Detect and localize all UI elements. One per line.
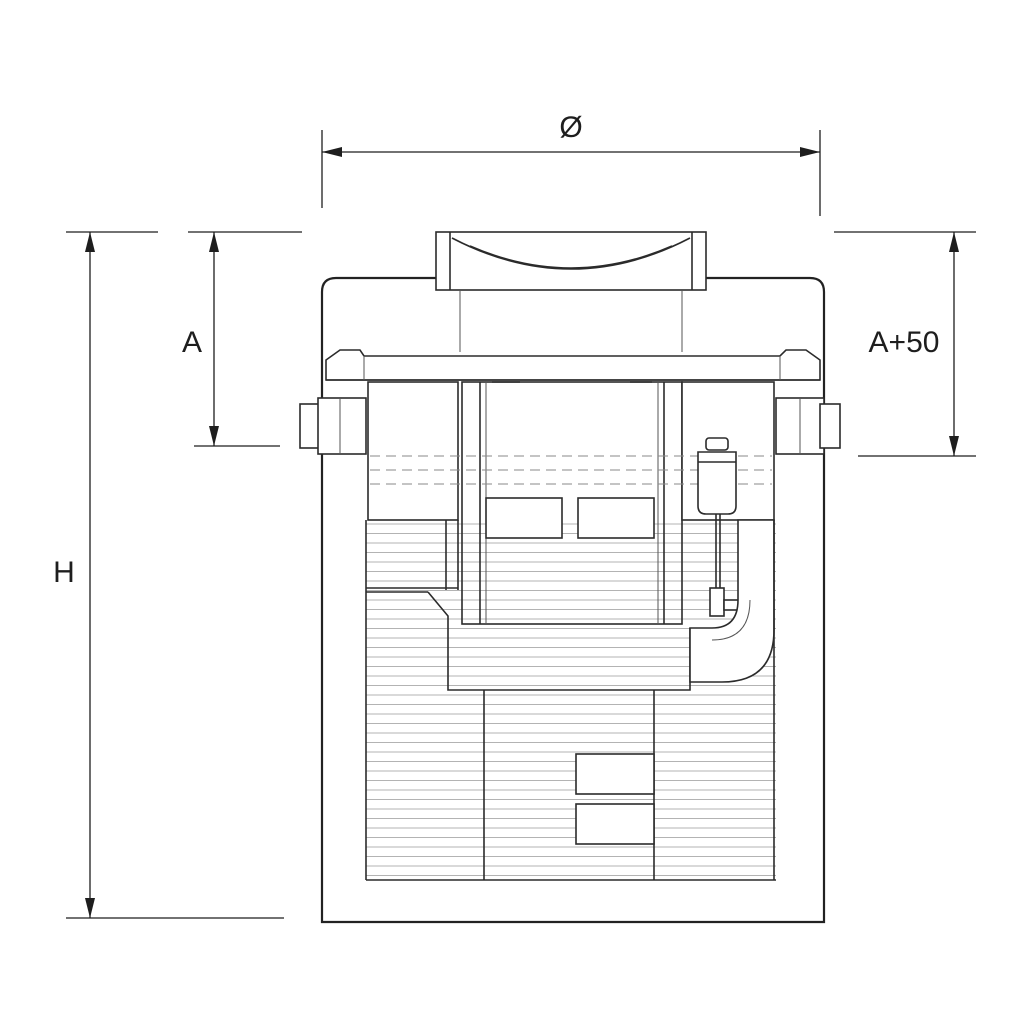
outlet-pipe	[775, 397, 841, 455]
a-plus-50-dimension: A+50	[834, 231, 976, 457]
central-chamber	[461, 381, 683, 625]
inlet-pipe	[299, 397, 367, 455]
lower-dividers	[366, 520, 776, 881]
hatching	[366, 523, 776, 876]
a-label: A	[182, 326, 202, 359]
liquid-level	[370, 455, 772, 485]
height-dimension: H	[53, 231, 284, 919]
tank-outline	[320, 276, 826, 924]
filter-blocks	[575, 753, 655, 845]
a-dimension: A	[182, 231, 302, 447]
inlet-chamber	[367, 381, 459, 521]
height-label: H	[53, 556, 75, 589]
top-slab	[325, 349, 821, 381]
float-sensor	[697, 437, 743, 617]
a-plus-50-label: A+50	[869, 326, 940, 359]
diameter-label: Ø	[559, 111, 582, 144]
diameter-dimension: Ø	[321, 111, 821, 216]
manhole-cover	[435, 231, 707, 352]
